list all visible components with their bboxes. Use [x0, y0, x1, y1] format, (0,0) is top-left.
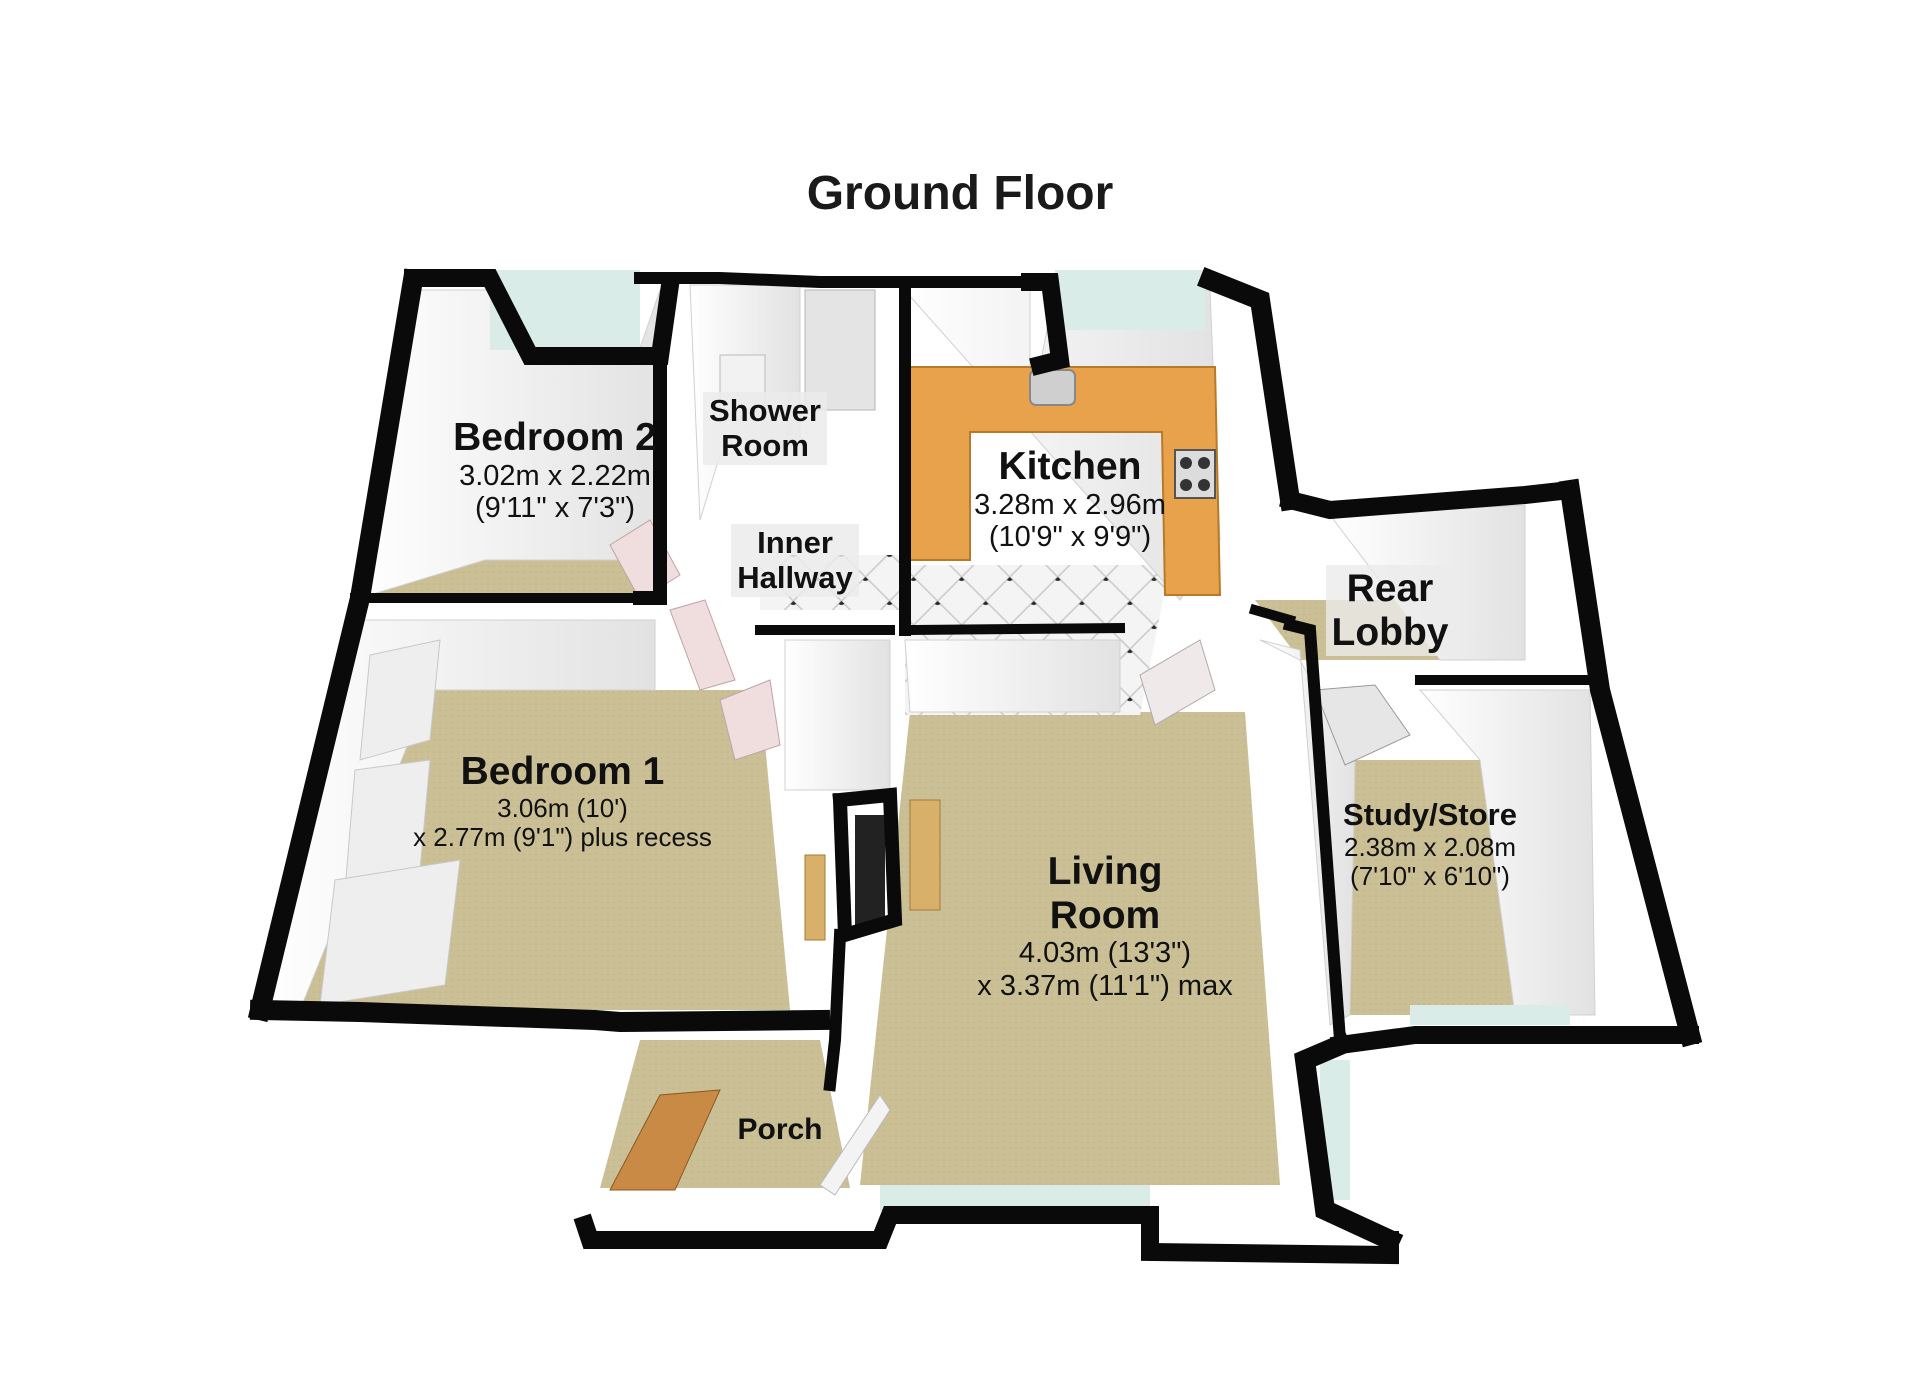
- shower-room-name-2: Room: [721, 427, 809, 463]
- bedroom1-dim-1: 3.06m (10'): [497, 792, 628, 823]
- rear-lobby-name-1: Rear: [1346, 567, 1434, 610]
- inner-hallway-label: Inner Hallway: [710, 524, 880, 598]
- study-store-label: Study/Store 2.38m x 2.08m (7'10" x 6'10"…: [1320, 797, 1540, 891]
- kitchen-dim-metric: 3.28m x 2.96m: [974, 488, 1166, 521]
- shower-room-label-bg: Shower Room: [703, 392, 827, 466]
- study-store-name: Study/Store: [1343, 797, 1517, 832]
- kitchen-units: [906, 366, 1222, 596]
- living-room-dim-2: x 3.37m (11'1") max: [977, 969, 1233, 1002]
- rear-lobby-label-bg: Rear Lobby: [1325, 565, 1455, 657]
- study-floor: [1350, 760, 1515, 1015]
- inner-hallway-name-2: Hallway: [737, 559, 853, 595]
- study-store-dim-imperial: (7'10" x 6'10"): [1350, 860, 1510, 891]
- bedroom2-name: Bedroom 2: [453, 416, 657, 459]
- rear-lobby-name-2: Lobby: [1331, 610, 1449, 654]
- wall-faces: [259, 284, 1596, 1026]
- porch-name: Porch: [737, 1113, 823, 1146]
- kitchen-label: Kitchen 3.28m x 2.96m (10'9" x 9'9"): [930, 445, 1210, 554]
- bedroom1-dim-2: x 2.77m (9'1") plus recess: [413, 821, 712, 852]
- study-store-dim-metric: 2.38m x 2.08m: [1344, 831, 1516, 862]
- living-room-name-2: Room: [1049, 893, 1161, 937]
- bedroom2-dim-metric: 3.02m x 2.22m: [459, 459, 651, 492]
- bedroom2-label: Bedroom 2 3.02m x 2.22m (9'11" x 7'3"): [410, 416, 700, 525]
- inner-hallway-label-bg: Inner Hallway: [731, 524, 859, 598]
- living-room-name-1: Living: [1047, 850, 1163, 893]
- porch-label: Porch: [725, 1113, 835, 1147]
- bedroom1-label: Bedroom 1 3.06m (10') x 2.77m (9'1") plu…: [340, 750, 785, 852]
- bedroom1-name: Bedroom 1: [460, 750, 665, 793]
- shower-room-label: Shower Room: [690, 392, 840, 466]
- living-room-label: Living Room 4.03m (13'3") x 3.37m (11'1"…: [930, 850, 1280, 1002]
- rear-lobby-label: Rear Lobby: [1300, 565, 1480, 657]
- living-room-dim-1: 4.03m (13'3"): [1018, 937, 1192, 970]
- shower-room-name-1: Shower: [709, 393, 821, 428]
- floor-title: Ground Floor: [806, 167, 1114, 220]
- kitchen-dim-imperial: (10'9" x 9'9"): [988, 521, 1152, 554]
- walls: [247, 267, 1703, 1265]
- inner-hallway-name-1: Inner: [757, 525, 833, 560]
- windows: [490, 270, 1570, 1211]
- kitchen-name: Kitchen: [998, 445, 1142, 488]
- living-floor: [860, 712, 1280, 1185]
- fixtures: [319, 289, 1411, 1196]
- bedroom2-dim-imperial: (9'11" x 7'3"): [474, 492, 636, 525]
